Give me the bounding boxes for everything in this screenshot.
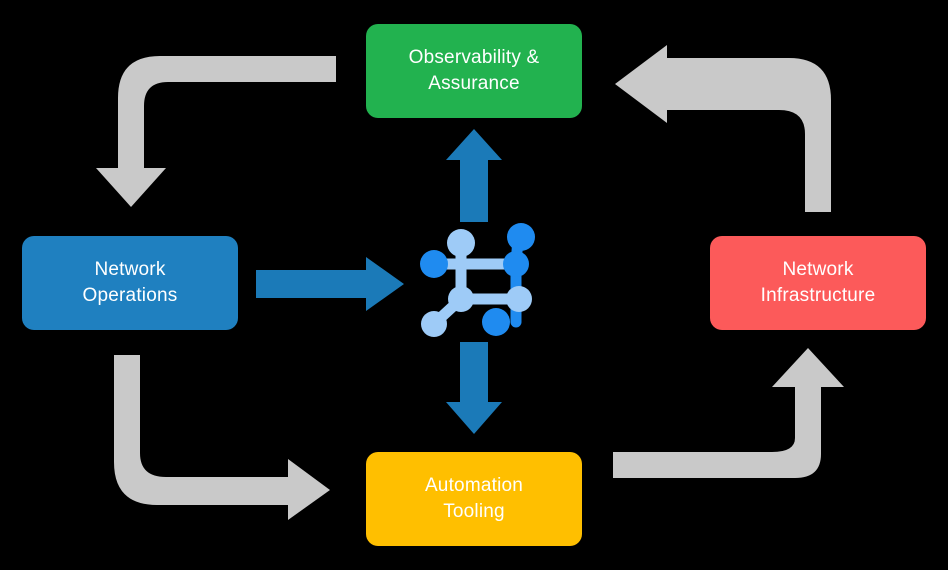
- network-topology-icon: [420, 223, 535, 337]
- node-automation-tooling[interactable]: Automation Tooling: [366, 452, 582, 546]
- node-automation-tooling-label: Automation Tooling: [424, 475, 524, 522]
- cycle-arrow-operations-to-automation: [114, 355, 330, 520]
- flow-arrow-center-to-automation: [446, 342, 502, 434]
- node-network-infrastructure[interactable]: Network Infrastructure: [710, 236, 926, 330]
- flow-arrow-operations-to-center: [256, 257, 404, 311]
- node-observability-label: Observability & Assurance: [408, 47, 540, 94]
- node-network-operations-label: Network Operations: [82, 259, 178, 306]
- node-observability-assurance[interactable]: Observability & Assurance: [366, 24, 582, 118]
- cycle-arrow-observability-to-operations: [96, 56, 336, 207]
- cycle-arrow-infrastructure-to-observability: [615, 45, 831, 212]
- flow-arrow-center-to-observability: [446, 129, 502, 222]
- node-network-operations[interactable]: Network Operations: [22, 236, 238, 330]
- cycle-arrow-automation-to-infrastructure: [613, 348, 844, 478]
- node-network-infrastructure-label: Network Infrastructure: [760, 259, 876, 306]
